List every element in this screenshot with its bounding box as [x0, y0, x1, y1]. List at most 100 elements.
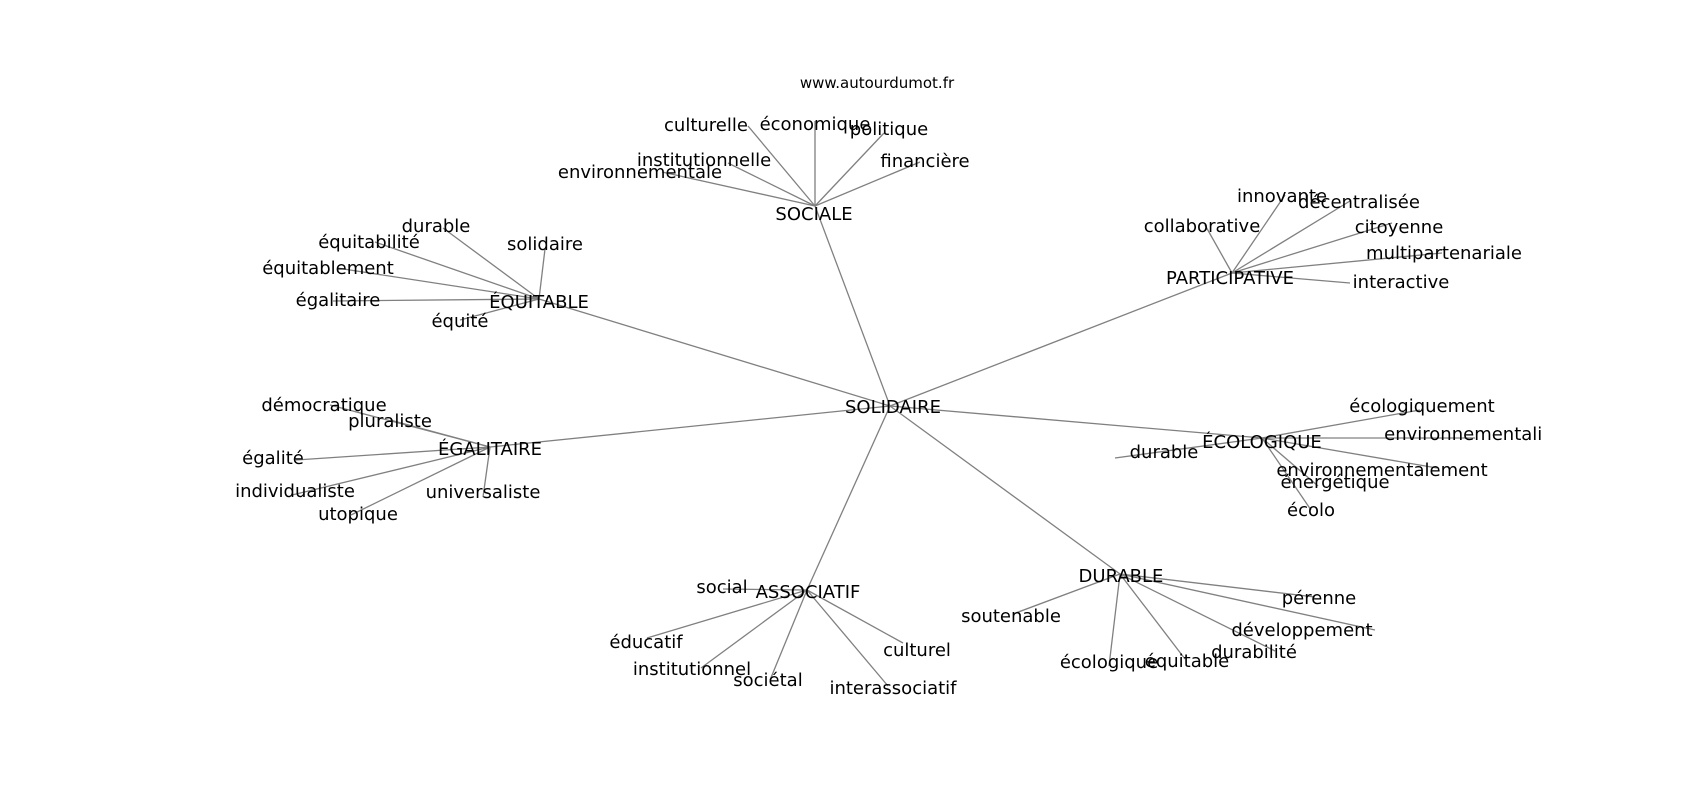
cluster-node: ASSOCIATIF — [756, 582, 861, 603]
word-node: financière — [880, 151, 969, 172]
hub-edge — [489, 405, 891, 448]
word-edge — [538, 248, 546, 300]
word-edge — [806, 589, 904, 644]
word-edge — [1231, 194, 1286, 274]
hub-edge — [814, 205, 891, 407]
graph-edges — [291, 121, 1475, 687]
word-node: institutionnelle — [637, 150, 771, 171]
word-node: citoyenne — [1355, 217, 1444, 238]
word-edge — [291, 446, 491, 496]
word-edge — [1204, 224, 1233, 274]
word-node: sociétal — [733, 670, 802, 691]
word-edge — [1231, 200, 1351, 274]
word-edge — [1114, 437, 1263, 459]
cluster-node: ÉCOLOGIQUE — [1202, 431, 1322, 453]
word-node: collaborative — [1144, 216, 1261, 237]
word-edge — [1012, 573, 1121, 615]
word-node: individualiste — [235, 481, 355, 502]
word-edge — [722, 588, 808, 591]
word-node: durable — [402, 216, 471, 237]
word-edge — [661, 171, 816, 207]
word-node: soutenable — [961, 606, 1061, 627]
word-node: écologiquement — [1349, 396, 1494, 417]
word-edge — [459, 298, 540, 321]
word-edge — [332, 298, 540, 302]
hub-edge — [538, 298, 891, 407]
word-node: décentralisée — [1298, 192, 1420, 213]
word-node: environnementale — [558, 162, 722, 183]
word-edge — [1108, 573, 1121, 667]
word-edge — [295, 446, 491, 461]
word-node: interassociatif — [829, 678, 957, 699]
word-node: durable — [1130, 442, 1199, 463]
word-node: politique — [850, 119, 928, 140]
word-edge — [336, 267, 540, 300]
word-node: pluraliste — [348, 411, 432, 432]
word-edge — [1231, 222, 1393, 274]
word-edge — [1119, 573, 1276, 652]
word-node: énergétique — [1280, 472, 1389, 493]
hub-edge — [889, 272, 1233, 407]
word-edge — [1261, 437, 1438, 469]
word-node: économique — [760, 114, 871, 135]
word-edge — [1119, 573, 1376, 631]
word-edge — [806, 589, 889, 687]
word-node: institutionnel — [633, 659, 751, 680]
word-edge — [769, 589, 808, 681]
word-edge — [1119, 573, 1316, 598]
word-node: social — [696, 577, 747, 598]
hub-edge — [806, 405, 891, 591]
word-node: universaliste — [426, 482, 541, 503]
source-url: www.autourdumot.fr — [800, 74, 955, 92]
word-node: égalité — [242, 448, 304, 469]
word-edge — [350, 446, 491, 516]
word-edge — [482, 446, 491, 498]
cluster-node: PARTICIPATIVE — [1166, 268, 1294, 289]
word-edge — [374, 241, 540, 300]
word-node: multipartenariale — [1366, 243, 1522, 264]
word-edge — [747, 125, 816, 207]
word-node: équitablement — [262, 258, 394, 279]
word-node: égalitaire — [296, 290, 381, 311]
word-edge — [1261, 437, 1312, 511]
hub-edge — [889, 405, 1263, 439]
word-node: solidaire — [507, 234, 583, 255]
word-node: équitable — [1145, 651, 1230, 672]
word-node: développement — [1231, 620, 1372, 641]
word-node: éducatif — [609, 632, 683, 653]
word-node: écolo — [1287, 500, 1335, 521]
word-node: démocratique — [261, 395, 386, 416]
word-node: utopique — [318, 504, 398, 525]
word-edge — [814, 161, 921, 207]
hub-edge — [889, 405, 1121, 575]
cluster-node: DURABLE — [1079, 566, 1164, 587]
word-node: écologique — [1060, 652, 1158, 673]
cluster-node: SOCIALE — [775, 204, 852, 225]
center-node: SOLIDAIRE — [845, 397, 941, 418]
word-node: culturel — [883, 640, 951, 661]
word-edge — [727, 162, 816, 207]
word-edge — [1119, 573, 1186, 660]
word-node: interactive — [1353, 272, 1450, 293]
word-node: environnementaliste — [1384, 424, 1570, 445]
cluster-node: ÉQUITABLE — [489, 291, 589, 313]
word-edge — [700, 589, 808, 669]
word-node: pérenne — [1282, 588, 1356, 609]
word-node: innovante — [1237, 186, 1327, 207]
word-edge — [389, 419, 491, 448]
word-edge — [442, 227, 540, 300]
word-node: environnementalement — [1276, 460, 1487, 481]
word-edge — [1231, 252, 1443, 274]
word-edge — [1231, 272, 1351, 284]
word-edge — [646, 589, 808, 639]
cluster-node: ÉGALITAIRE — [438, 438, 542, 460]
word-edge — [814, 132, 885, 207]
word-node: équité — [431, 311, 488, 332]
word-edge — [1261, 409, 1421, 439]
word-edge — [1261, 437, 1319, 487]
word-node: durabilité — [1211, 642, 1297, 663]
word-node: équitabilité — [318, 232, 420, 253]
graph-labels: www.autourdumot.fr SOLIDAIRE SOCIALE cult… — [235, 74, 1570, 699]
word-node: culturelle — [664, 115, 748, 136]
